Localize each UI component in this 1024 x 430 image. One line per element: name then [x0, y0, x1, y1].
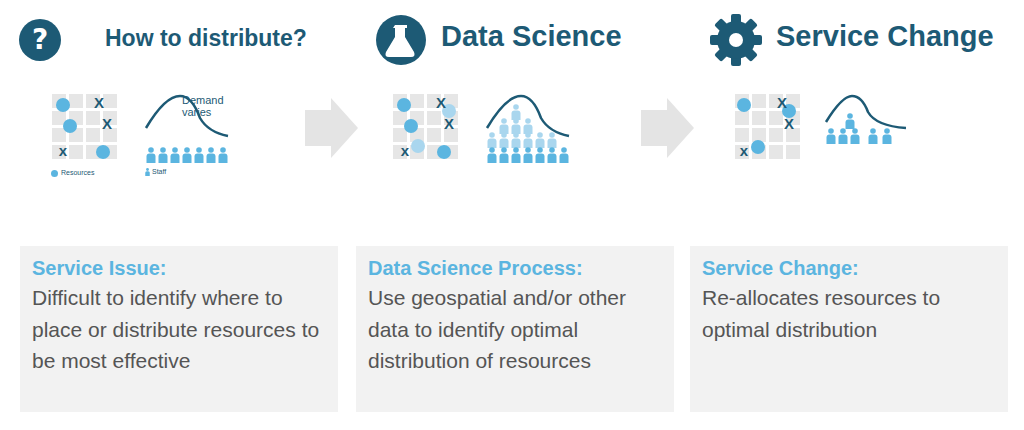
box-body-text: Use geospatial and/or other data to iden…	[368, 282, 662, 377]
gap-marker: x	[401, 143, 409, 158]
gear-tooth	[714, 18, 758, 62]
staff-icon	[524, 132, 533, 148]
staff-icon	[827, 128, 836, 144]
flask-icon-circle	[376, 15, 426, 65]
staff-row	[488, 147, 569, 163]
legend-entry: Resources	[51, 169, 94, 177]
legend-text: Resources	[61, 169, 94, 177]
resource-dot	[404, 119, 418, 133]
staff-icon	[500, 132, 509, 148]
city-grid	[393, 94, 458, 159]
flow-arrow	[305, 98, 358, 158]
legend-entry: Staff	[152, 168, 166, 176]
gap-marker: X	[777, 95, 787, 110]
gear-tooth	[714, 18, 758, 62]
curve-label: Demand varies	[182, 94, 224, 118]
staff-icon	[883, 128, 892, 144]
column-title: Service Change	[776, 20, 994, 53]
gear-hole	[729, 33, 743, 47]
legend-text: Staff	[152, 168, 166, 176]
box-heading: Service Change:	[702, 254, 996, 282]
resource-dot	[397, 98, 411, 112]
staff-icon	[839, 128, 848, 144]
staff-icon	[524, 147, 533, 163]
column-title: Data Science	[441, 20, 622, 53]
city-grid	[52, 94, 117, 159]
box-body-text: Difficult to identify where to place or …	[32, 282, 326, 377]
staff-icon	[512, 132, 521, 148]
staff-icon	[536, 147, 545, 163]
staff-icon	[512, 104, 521, 120]
staff-row	[827, 113, 892, 144]
text-box: Service Issue:Difficult to identify wher…	[20, 246, 338, 412]
proposed-resource-dot	[411, 139, 425, 153]
gap-marker: X	[436, 95, 446, 110]
demand-curve	[487, 96, 569, 136]
staff-row	[147, 147, 228, 163]
resource-dot	[56, 98, 70, 112]
staff-icon	[219, 147, 228, 163]
gap-marker: X	[784, 116, 794, 131]
column-title: How to distribute?	[105, 25, 307, 52]
resource-dot	[63, 119, 77, 133]
gap-marker: x	[740, 143, 748, 158]
resource-dot	[96, 145, 110, 159]
staff-icon	[512, 118, 521, 134]
staff-icon	[171, 147, 180, 163]
staff-icon	[488, 132, 497, 148]
staff-icon	[548, 132, 557, 148]
staff-icon	[512, 147, 521, 163]
staff-icon	[524, 118, 533, 134]
staff-legend-icon	[145, 168, 150, 176]
staff-icon	[851, 128, 860, 144]
text-box: Service Change:Re-allocates resources to…	[690, 246, 1008, 412]
staff-icon	[536, 132, 545, 148]
text-box: Data Science Process:Use geospatial and/…	[356, 246, 674, 412]
resource-dot	[437, 145, 451, 159]
staff-icon	[548, 147, 557, 163]
staff-icon	[869, 128, 878, 144]
gap-marker: X	[102, 116, 112, 131]
staff-icon	[488, 147, 497, 163]
staff-icon	[183, 147, 192, 163]
legend-swatch	[51, 170, 58, 177]
question-icon: ?	[19, 19, 61, 61]
staff-icon	[195, 147, 204, 163]
flow-arrow	[641, 98, 694, 158]
staff-icon	[500, 118, 509, 134]
staff-icon	[147, 147, 156, 163]
staff-icon	[846, 113, 855, 129]
city-grid	[735, 94, 800, 159]
gap-marker: X	[94, 95, 104, 110]
gear-body	[717, 21, 755, 59]
staff-icon	[207, 147, 216, 163]
box-heading: Data Science Process:	[368, 254, 662, 282]
gear-icon	[710, 14, 762, 66]
resource-dot	[737, 98, 751, 112]
gap-marker: x	[59, 143, 67, 158]
proposed-staff	[488, 104, 557, 148]
gap-marker: X	[444, 116, 454, 131]
staff-icon	[159, 147, 168, 163]
icon-glyph: ?	[32, 26, 48, 54]
box-body-text: Re-allocates resources to optimal distri…	[702, 282, 996, 345]
flask-icon	[385, 25, 414, 57]
box-heading: Service Issue:	[32, 254, 326, 282]
resource-dot	[751, 140, 765, 154]
staff-icon	[500, 147, 509, 163]
demand-curve	[826, 96, 906, 128]
staff-icon	[560, 147, 569, 163]
